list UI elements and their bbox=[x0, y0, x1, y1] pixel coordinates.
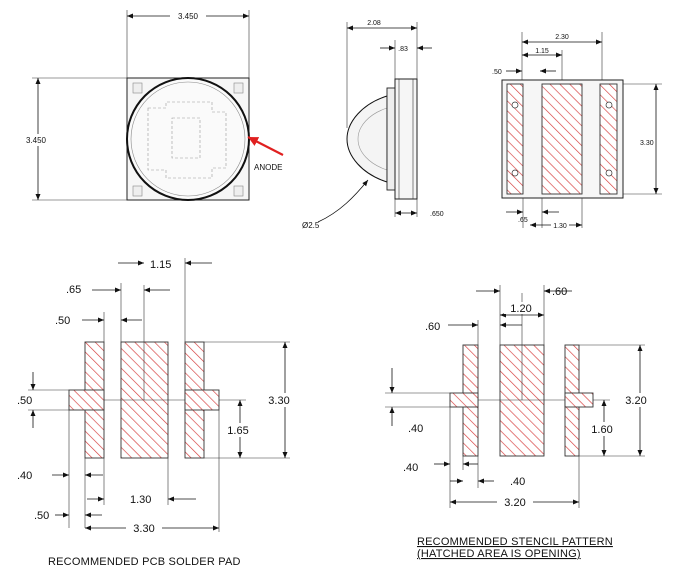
stencil-dim-120: 1.20 bbox=[510, 303, 531, 315]
pcb-dim-330-h: 3.30 bbox=[268, 395, 289, 407]
pcb-dim-040: .40 bbox=[17, 470, 32, 482]
anode-label: ANODE bbox=[254, 163, 282, 172]
pcb-dim-050-tab: .50 bbox=[17, 395, 32, 407]
pcb-solder-pad: 1.15 .65 .50 .50 3.30 1.65 .40 bbox=[17, 258, 296, 568]
stencil-caption-line2: (HATCHED AREA IS OPENING) bbox=[417, 548, 581, 560]
top-view: 3.450 3.450 ANODE bbox=[22, 10, 284, 201]
back-view: 2.30 1.15 .50 3.30 .65 1.30 bbox=[492, 32, 662, 230]
dim-side-flange: .83 bbox=[398, 46, 408, 53]
dim-back-center: 1.15 bbox=[535, 48, 549, 55]
stencil-caption-line1: RECOMMENDED STENCIL PATTERN bbox=[417, 536, 613, 548]
stencil-dim-320-h: 3.20 bbox=[625, 395, 646, 407]
dim-back-gap: .65 bbox=[518, 217, 528, 224]
dim-side-base: .650 bbox=[430, 211, 444, 218]
dim-lens-dia: Ø2.5 bbox=[302, 221, 320, 230]
side-view: 2.08 .83 .650 Ø2.5 bbox=[302, 20, 444, 230]
pcb-dim-330-w: 3.30 bbox=[133, 523, 154, 535]
pcb-dim-050-bot: .50 bbox=[34, 510, 49, 522]
pcb-dim-165: 1.65 bbox=[227, 425, 248, 437]
pcb-dim-065: .65 bbox=[66, 284, 81, 296]
dim-back-side: .50 bbox=[492, 69, 502, 76]
stencil-dim-060-left: .60 bbox=[425, 321, 440, 333]
dim-top-height: 3.450 bbox=[26, 136, 47, 145]
dim-back-width: 2.30 bbox=[555, 34, 569, 41]
dim-back-height: 3.30 bbox=[640, 140, 654, 147]
dim-back-pitch: 1.30 bbox=[553, 223, 567, 230]
lens-outline bbox=[126, 77, 250, 201]
stencil-dim-040-left: .40 bbox=[403, 462, 418, 474]
pcb-dim-1-15: 1.15 bbox=[150, 259, 171, 271]
dim-top-width: 3.450 bbox=[178, 12, 199, 21]
pcb-dim-050-top: .50 bbox=[55, 315, 70, 327]
anode-arrow bbox=[247, 136, 284, 156]
pcb-dim-130: 1.30 bbox=[130, 494, 151, 506]
stencil-dim-040-bot: .40 bbox=[510, 476, 525, 488]
dim-side-total: 2.08 bbox=[367, 20, 381, 27]
stencil-dim-060-top: .60 bbox=[552, 286, 567, 298]
stencil-dim-040-tab: .40 bbox=[408, 423, 423, 435]
stencil-dim-160: 1.60 bbox=[591, 424, 612, 436]
stencil-pattern: .60 1.20 .60 3.20 .40 1.60 .40 bbox=[385, 285, 654, 560]
stencil-dim-320-w: 3.20 bbox=[504, 497, 525, 509]
pcb-caption: RECOMMENDED PCB SOLDER PAD bbox=[48, 556, 241, 568]
